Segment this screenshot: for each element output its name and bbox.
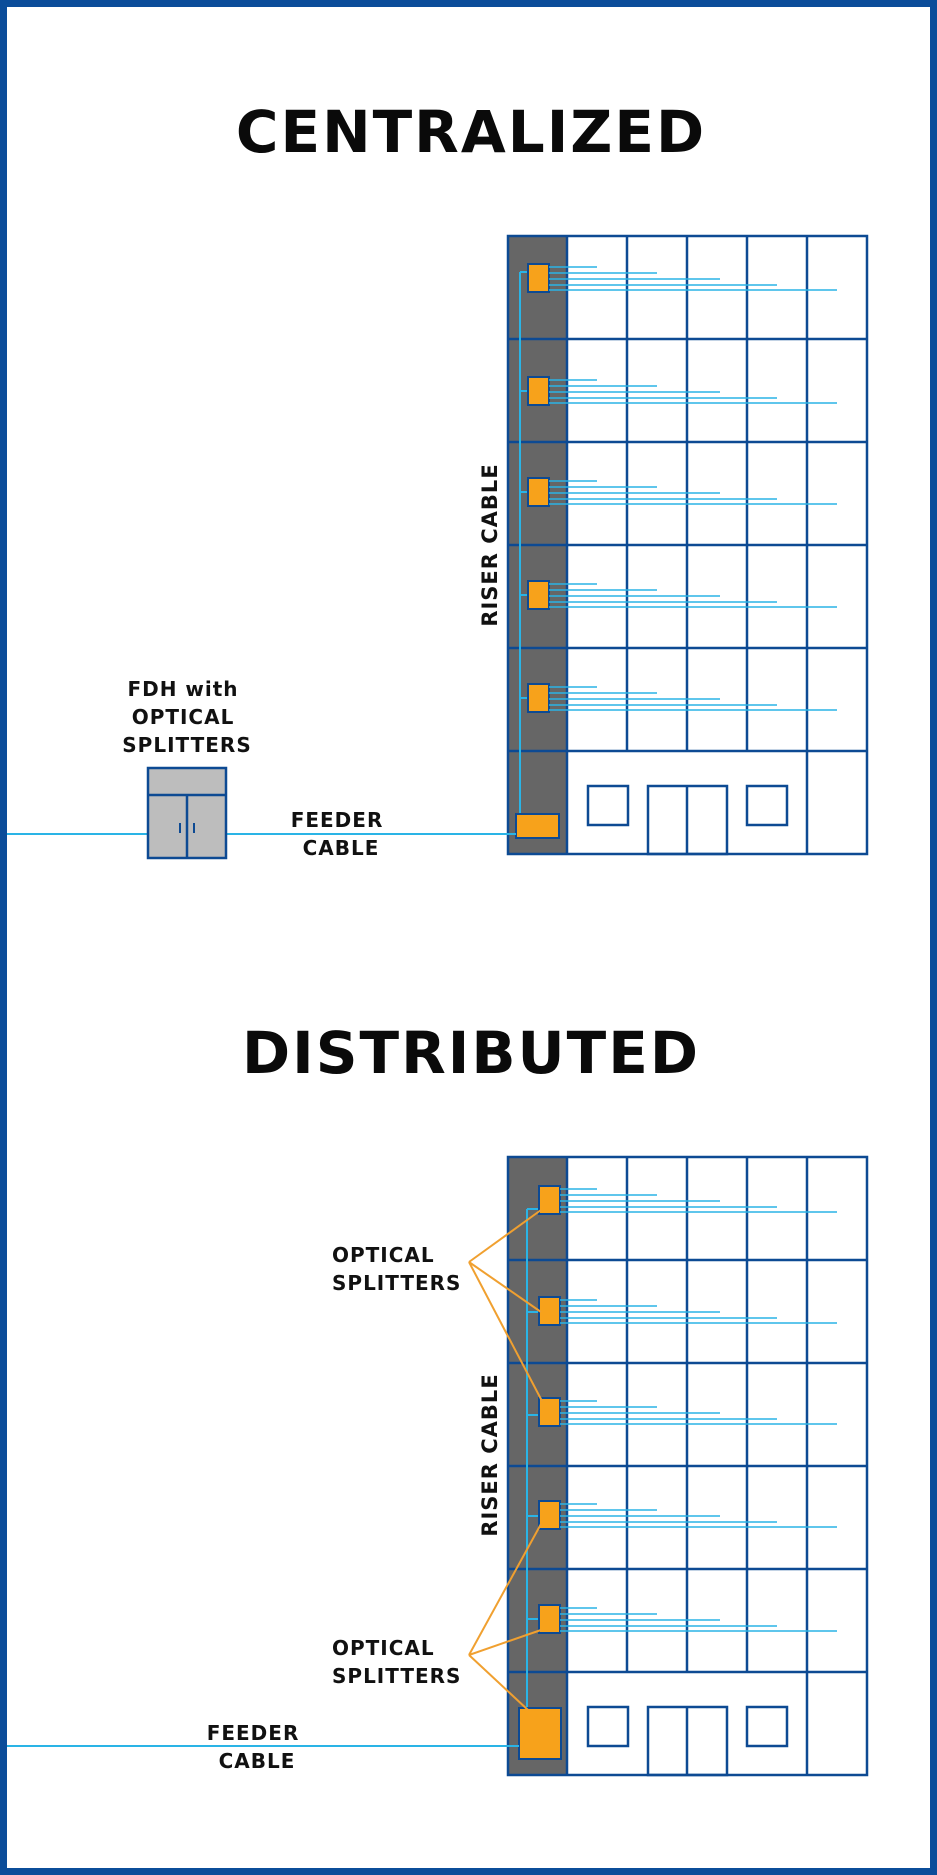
floor-lines bbox=[508, 236, 867, 854]
splitter-callout-lines-bottom bbox=[468, 1523, 542, 1711]
splitter-callout-top-label: OPTICAL SPLITTERS bbox=[332, 1243, 461, 1295]
distributed-title: DISTRIBUTED bbox=[242, 1019, 700, 1087]
splitter-floor-5 bbox=[527, 1604, 837, 1634]
feeder-cable-label: FEEDER CABLE bbox=[291, 808, 392, 860]
splitter-floor-1 bbox=[520, 263, 837, 293]
floor-lines bbox=[508, 1157, 867, 1775]
riser-cable-label: RISER CABLE bbox=[478, 463, 502, 626]
ground-floor bbox=[586, 1705, 789, 1777]
splitter-floor-1 bbox=[527, 1185, 837, 1215]
splitter-floor-3 bbox=[527, 1397, 837, 1427]
fdh-cabinet-icon bbox=[146, 766, 228, 860]
floor-splitters bbox=[527, 1185, 837, 1634]
feeder-cable-label: FEEDER CABLE bbox=[207, 1721, 308, 1773]
splitter-floor-2 bbox=[527, 1296, 837, 1326]
window-right bbox=[745, 1705, 789, 1748]
splitter-callout-lines-top bbox=[468, 1209, 543, 1402]
ground-splice-box bbox=[515, 813, 560, 839]
splitter-floor-5 bbox=[520, 683, 837, 713]
ground-floor bbox=[586, 784, 789, 856]
splitter-floor-2 bbox=[520, 376, 837, 406]
centralized-title: CENTRALIZED bbox=[236, 98, 706, 166]
splitter-floor-4 bbox=[527, 1500, 837, 1530]
riser-cable-label: RISER CABLE bbox=[478, 1373, 502, 1536]
floor-splitters bbox=[520, 263, 837, 713]
splitter-floor-4 bbox=[520, 580, 837, 610]
fdh-label: FDH with OPTICAL SPLITTERS bbox=[122, 677, 251, 757]
distributed-building bbox=[506, 1155, 869, 1777]
window-right bbox=[745, 784, 789, 827]
centralized-building bbox=[506, 234, 869, 856]
distributed-section: DISTRIBUTED bbox=[7, 1019, 869, 1777]
centralized-section: CENTRALIZED bbox=[7, 98, 869, 860]
splitter-callout-bottom-label: OPTICAL SPLITTERS bbox=[332, 1636, 461, 1688]
window-left bbox=[586, 784, 630, 827]
splitter-floor-3 bbox=[520, 477, 837, 507]
ground-splitter-box bbox=[518, 1707, 562, 1760]
window-left bbox=[586, 1705, 630, 1748]
